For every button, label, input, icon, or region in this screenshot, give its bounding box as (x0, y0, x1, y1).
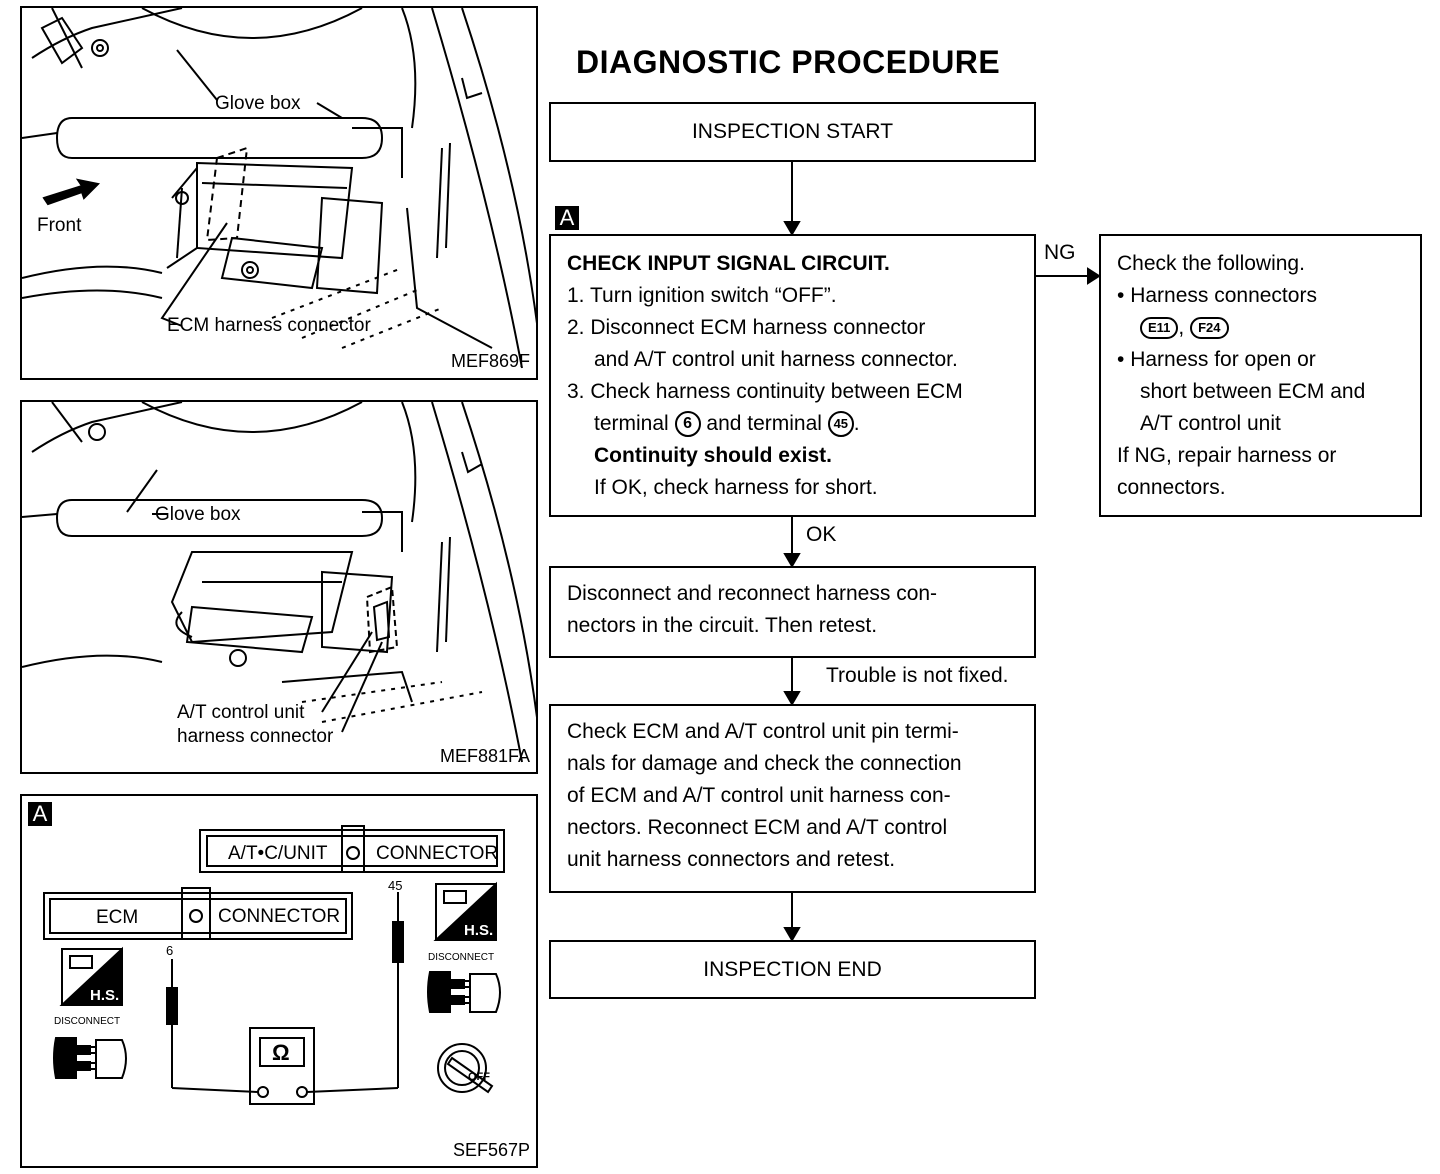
ok-label: OK (806, 523, 837, 546)
ng-bullet2-text: Harness for open or (1130, 348, 1316, 371)
page-title: DIAGNOSTIC PROCEDURE (576, 44, 1001, 80)
terminal-6-badge: 6 (674, 411, 701, 438)
connector-f24-badge: F24 (1190, 317, 1229, 340)
step-c-box: Check ECM and A/T control unit pin termi… (549, 704, 1036, 893)
ng-bullet2-line3: A/T control unit (1140, 412, 1281, 435)
ng-bullet1-text: Harness connectors (1130, 284, 1317, 307)
inspection-end-box: INSPECTION END (549, 940, 1036, 999)
step-c-line1: Check ECM and A/T control unit pin termi… (567, 720, 959, 743)
figure-tag-a: A (28, 802, 52, 826)
atc-connector-label: CONNECTOR (376, 843, 499, 864)
ng-line1: Check the following. (1117, 252, 1305, 275)
ng-end-line1: If NG, repair harness or (1117, 444, 1337, 467)
glove-box-label: Glove box (215, 93, 301, 114)
ng-connectors: E11, F24 (1117, 312, 1420, 344)
figure-continuity-check: A (20, 794, 538, 1168)
disconnect-label-right: DISCONNECT (428, 952, 495, 963)
continuity-check-illustration (43, 825, 505, 1105)
ecm-connector-label: ECM harness connector (167, 315, 371, 336)
ohm-symbol: Ω (272, 1040, 290, 1065)
inspection-start-box: INSPECTION START (549, 102, 1036, 162)
step-a-line2: 2. Disconnect ECM harness connector (567, 316, 926, 339)
atcu-connector-label-line2: harness connector (177, 726, 334, 747)
hs-label-right: H.S. (464, 922, 494, 939)
atc-unit-label: A/T•C/UNIT (228, 843, 328, 864)
step-a-line7: If OK, check harness for short. (594, 476, 878, 499)
step-b-box: Disconnect and reconnect harness con- ne… (549, 566, 1036, 658)
front-label: Front (37, 215, 82, 236)
step-b-line2: nectors in the circuit. Then retest. (567, 614, 878, 637)
step-c-line4: nectors. Reconnect ECM and A/T control (567, 816, 948, 839)
terminal-6-label: 6 (166, 943, 174, 958)
step-a-line4: 3. Check harness continuity between ECM (567, 380, 963, 403)
step-c-line2: nals for damage and check the connection (567, 752, 962, 775)
ng-bullet2-line1: • Harness for open or (1117, 344, 1420, 376)
figure-code: MEF869F (450, 351, 530, 371)
step-c-line3: of ECM and A/T control unit harness con- (567, 784, 951, 807)
glove-box-label: Glove box (155, 504, 241, 525)
ng-end-line2: connectors. (1117, 476, 1226, 499)
figure-code: SEF567P (452, 1140, 530, 1160)
step-a-box: CHECK INPUT SIGNAL CIRCUIT. 1. Turn igni… (549, 234, 1036, 517)
ng-label: NG (1044, 241, 1076, 264)
terminal-45-label: 45 (388, 878, 403, 893)
bullet-dot: • (1117, 284, 1131, 307)
figure-atcu-location: Glove box A/T control unit harness conne… (20, 400, 538, 774)
step-a-line1: 1. Turn ignition switch “OFF”. (567, 284, 837, 307)
step-a-line3: and A/T control unit harness connector. (594, 348, 958, 371)
connector-e11-badge: E11 (1140, 317, 1179, 340)
step-a-line5-mid: and terminal (706, 412, 822, 435)
atcu-location-illustration (22, 402, 536, 763)
figure-code: MEF881FA (439, 746, 530, 766)
connector-separator: , (1178, 316, 1185, 339)
off-label: OFF (468, 1071, 490, 1083)
bullet-dot: • (1117, 348, 1131, 371)
terminal-45-badge: 45 (827, 411, 854, 438)
ecm-location-illustration (22, 8, 536, 369)
figure-ecm-location: Glove box Front ECM harness connector ME… (20, 6, 538, 380)
step-a-line5-post: . (853, 412, 860, 435)
hs-label-left: H.S. (90, 987, 120, 1004)
step-b-line1: Disconnect and reconnect harness con- (567, 582, 938, 605)
step-c-line5: unit harness connectors and retest. (567, 848, 896, 871)
step-a-line6: Continuity should exist. (594, 444, 833, 467)
step-a-heading: CHECK INPUT SIGNAL CIRCUIT. (567, 252, 890, 275)
step-a-line5-pre: terminal (594, 412, 669, 435)
step-a-line5: terminal 6 and terminal 45. (567, 408, 1034, 440)
ng-bullet2-line2: short between ECM and (1140, 380, 1366, 403)
ecm-label: ECM (96, 907, 139, 928)
ng-box: Check the following. • Harness connector… (1099, 234, 1422, 517)
ecm-connector-label: CONNECTOR (218, 906, 341, 927)
step-a-tag: A (555, 206, 579, 230)
atcu-connector-label-line1: A/T control unit (177, 702, 305, 723)
ng-bullet1: • Harness connectors (1117, 280, 1420, 312)
not-fixed-label: Trouble is not fixed. (826, 664, 1009, 687)
disconnect-label-left: DISCONNECT (54, 1016, 121, 1027)
